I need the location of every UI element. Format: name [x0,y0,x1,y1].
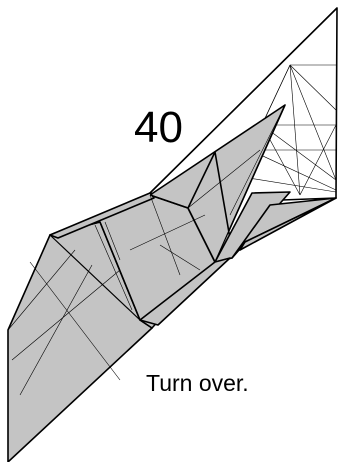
step-number: 40 [134,106,183,150]
instruction-text: Turn over. [146,372,249,395]
